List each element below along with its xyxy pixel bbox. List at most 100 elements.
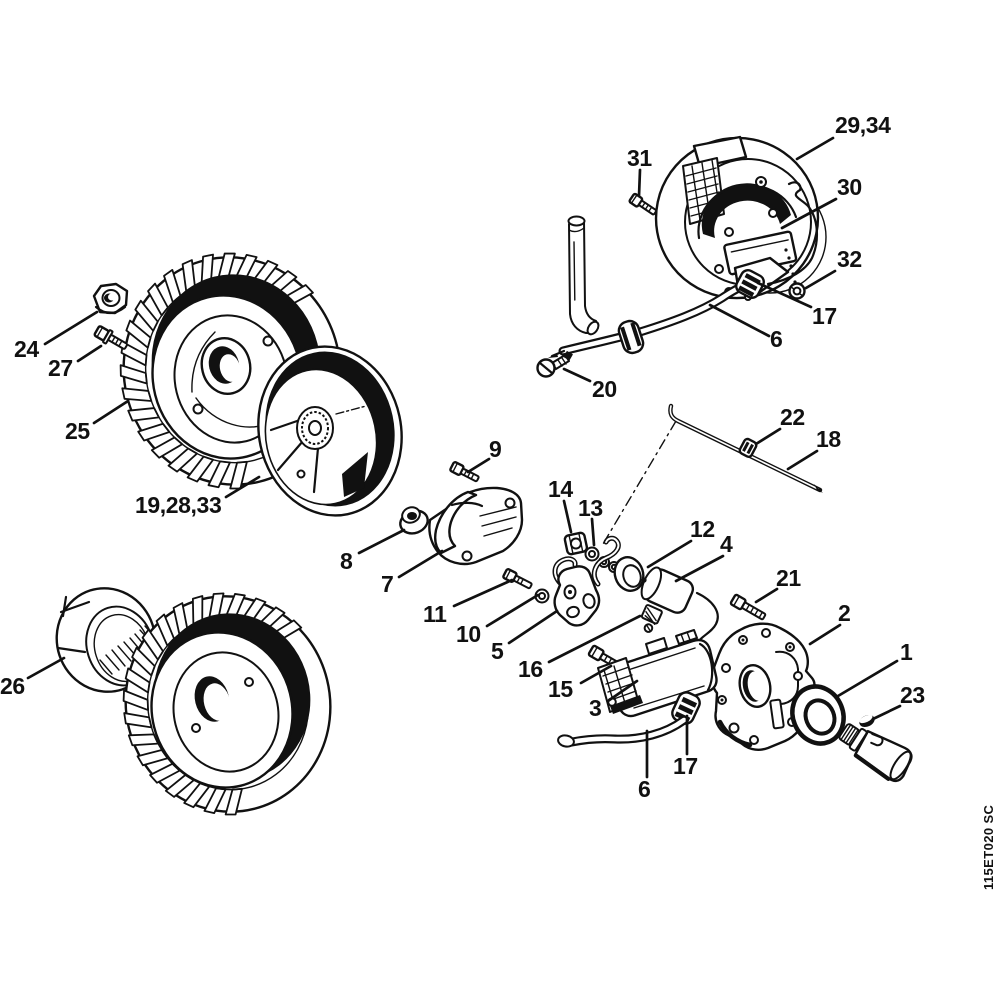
leader-line-14 <box>562 499 573 534</box>
leader-lines <box>26 136 902 779</box>
leader-line-19-28-33 <box>224 475 261 499</box>
part-label-30: 30 <box>837 174 862 200</box>
clip-22 <box>738 437 758 458</box>
leader-line-17 <box>756 281 813 309</box>
leader-line-18 <box>786 449 819 471</box>
leader-line-16 <box>547 614 642 664</box>
woodruff-key-23 <box>859 714 875 728</box>
leader-line-21 <box>754 587 779 604</box>
part-label-32: 32 <box>837 246 862 272</box>
ignition-coil-3 <box>597 629 718 718</box>
screw-9 <box>449 461 480 483</box>
part-label-22: 22 <box>780 404 805 430</box>
part-label-6: 6 <box>638 776 651 802</box>
wire-connector-17-bottom <box>671 691 701 725</box>
condenser-4 <box>640 566 695 614</box>
wire-connector-17-top <box>735 269 765 299</box>
oil-seal-1 <box>790 684 846 746</box>
leader-line-5 <box>507 609 559 645</box>
leader-line-15 <box>579 664 613 685</box>
spark-plug-cap <box>838 723 913 783</box>
leader-line-3 <box>606 679 639 703</box>
leader-line-12 <box>646 539 693 569</box>
part-label-1: 1 <box>900 639 913 665</box>
part-label-24: 24 <box>14 336 39 362</box>
part-label-31: 31 <box>627 145 652 171</box>
leader-line-23 <box>871 704 902 721</box>
spark-plug-boot-top <box>567 215 600 336</box>
part-label-25: 25 <box>65 418 90 444</box>
part-label-11: 11 <box>423 601 447 627</box>
cover-7 <box>428 486 524 566</box>
part-label-13: 13 <box>578 495 603 521</box>
leader-line-1 <box>836 659 899 698</box>
breaker-spring <box>591 535 621 587</box>
leader-line-27 <box>76 344 103 363</box>
leader-line-9 <box>466 457 491 474</box>
part-label-23: 23 <box>900 682 925 708</box>
leader-line-10 <box>485 593 540 628</box>
screw-11 <box>502 568 533 590</box>
part-label-27: 27 <box>48 355 73 381</box>
ignition-lead-wire-bottom <box>557 715 689 748</box>
coil-lead-wire <box>695 591 719 644</box>
part-label-17: 17 <box>812 303 837 329</box>
flywheel-fan-lower <box>122 592 332 816</box>
leader-line-30 <box>780 197 838 230</box>
leader-line-2 <box>808 623 842 646</box>
nut-32 <box>788 282 806 300</box>
part-label-17: 17 <box>673 753 698 779</box>
screw-31 <box>628 192 658 216</box>
part-label-26: 26 <box>0 673 25 699</box>
part-label-7: 7 <box>381 571 394 597</box>
washer-13 <box>584 546 600 562</box>
plate-code: 115ET020 SC <box>981 804 996 890</box>
advance-rod-18 <box>602 403 823 545</box>
part-label-4: 4 <box>720 531 733 557</box>
part-label-8: 8 <box>340 548 353 574</box>
part-label-15: 15 <box>548 676 573 702</box>
leader-line-6 <box>708 303 771 338</box>
part-label-9: 9 <box>489 436 502 462</box>
nut-24 <box>92 282 129 315</box>
leader-line-32 <box>804 269 837 290</box>
part-label-2: 2 <box>838 600 851 626</box>
leader-line-13 <box>590 517 596 547</box>
stator-plate-2 <box>710 622 816 751</box>
dotted-line-to-nut-32 <box>784 248 797 284</box>
part-label-14: 14 <box>548 476 573 502</box>
leader-line-8 <box>357 528 406 555</box>
cup-12 <box>613 556 651 592</box>
leader-line-22 <box>754 427 782 446</box>
washer-10 <box>534 588 550 604</box>
part-label-6: 6 <box>770 326 783 352</box>
bolt-27 <box>93 325 128 350</box>
fan-fin <box>121 387 153 402</box>
leader-line-11 <box>452 578 514 608</box>
part-label-16: 16 <box>518 656 543 682</box>
terminal-screw-20 <box>536 350 573 378</box>
leader-line-4 <box>674 554 725 583</box>
part-label-20: 20 <box>592 376 617 402</box>
leader-line-25 <box>92 399 130 425</box>
screw-21 <box>729 593 767 621</box>
leader-line-24 <box>43 310 99 346</box>
part-label-12: 12 <box>690 516 715 542</box>
leader-line-29-34 <box>795 136 835 161</box>
wire-grommet-top <box>617 319 645 355</box>
bushing-8 <box>399 506 429 535</box>
ignition-lead-wire-top <box>548 279 753 358</box>
leader-line-31 <box>637 168 642 198</box>
leader-line-7 <box>397 549 444 579</box>
part-label-10: 10 <box>456 621 481 647</box>
contact-breaker-5 <box>552 556 601 627</box>
part-label-19-28-33: 19,28,33 <box>135 492 222 518</box>
part-label-18: 18 <box>816 426 841 452</box>
clamp-16 <box>640 604 663 633</box>
flywheel-19-28-33 <box>257 345 403 517</box>
part-label-5: 5 <box>491 638 504 664</box>
fan-fin <box>127 733 159 747</box>
nut-14 <box>563 531 589 556</box>
